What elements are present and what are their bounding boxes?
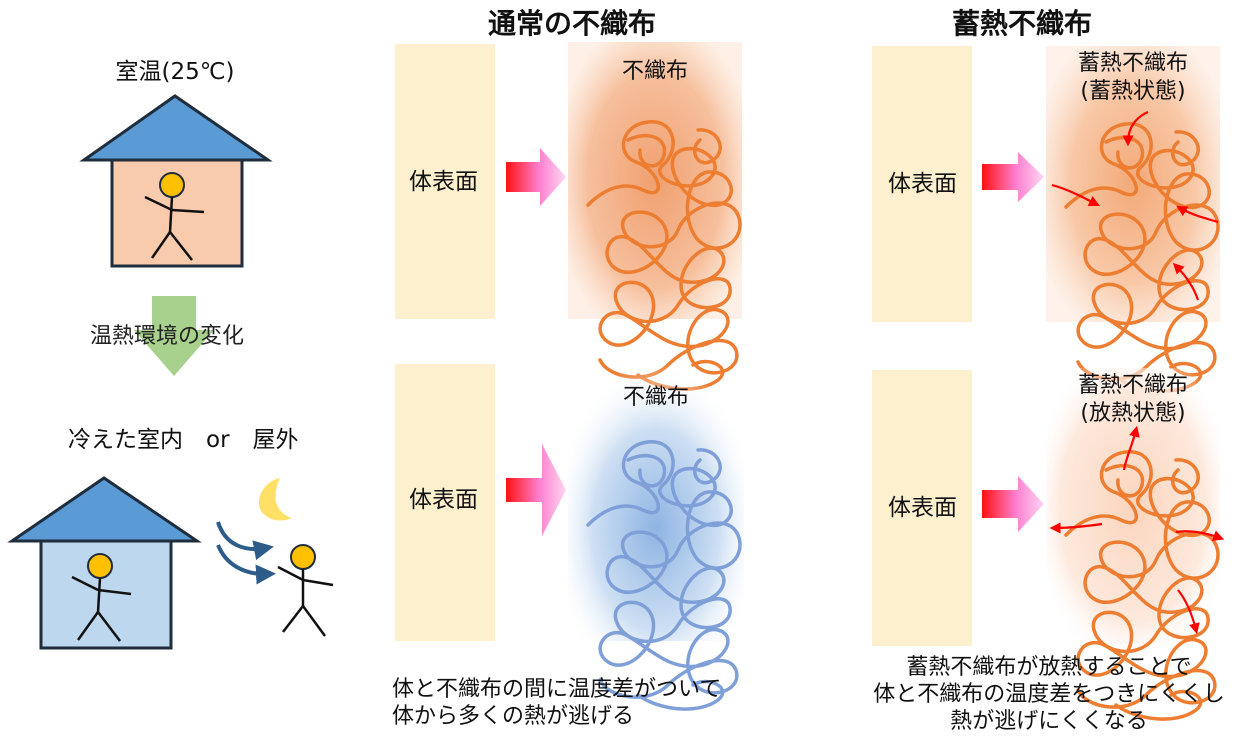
fabric-label-line: (蓄熱状態)	[1080, 79, 1186, 104]
caption-line: 体から多くの熱が逃げる	[392, 704, 635, 729]
fabric-label-line: (放熱状態)	[1080, 401, 1186, 426]
normal-column-title: 通常の不織布	[488, 7, 657, 40]
body-surface-label: 体表面	[409, 487, 478, 513]
moon-icon	[258, 478, 292, 521]
heat-storage-caption: 蓄熱不織布が放熱することで 体と不織布の温度差をつきにくくし 熱が逃げにくくなる	[846, 654, 1252, 735]
room-temp-label: 室温(25℃)	[115, 59, 235, 85]
person-icon	[71, 553, 132, 642]
person-icon	[277, 544, 334, 637]
heat-flow-arrow-icon	[982, 476, 1044, 532]
body-surface-label: 体表面	[409, 169, 478, 195]
body-surface-panel	[872, 370, 972, 646]
body-surface-panel	[395, 44, 495, 319]
fabric-label: 不織布	[622, 385, 689, 410]
heat-flow-arrow-icon	[506, 444, 566, 536]
fabric-label: 蓄熱不織布 (蓄熱状態)	[1046, 50, 1220, 106]
person-icon	[144, 172, 205, 261]
fabric-label: 蓄熱不織布 (放熱状態)	[1046, 372, 1220, 428]
caption-line: 蓄熱不織布が放熱することで	[906, 655, 1192, 680]
heat-flow-arrow-icon	[506, 148, 566, 206]
caption-line: 熱が逃げにくくなる	[950, 709, 1148, 734]
change-label: 温熱環境の変化	[90, 324, 245, 349]
down-arrow-icon	[134, 296, 214, 376]
heat-storage-column-title: 蓄熱不織布	[952, 7, 1093, 40]
heat-flow-arrow-icon	[982, 152, 1044, 202]
cold-house-icon	[7, 476, 202, 650]
fabric-label-line: 蓄熱不織布	[1077, 373, 1188, 398]
body-surface-panel	[872, 46, 972, 322]
body-surface-label: 体表面	[888, 171, 957, 197]
cold-location-label: 冷えた室内 or 屋外	[68, 427, 299, 453]
fabric-heatstore-panel	[1046, 46, 1220, 322]
fabric-label: 不織布	[621, 59, 688, 84]
heat-absorb-arrows	[1051, 110, 1219, 301]
wind-arrow-icon	[216, 521, 276, 585]
fabric-label-line: 蓄熱不織布	[1077, 51, 1188, 76]
normal-caption: 体と不織布の間に温度差がついて 体から多くの熱が逃げる	[392, 676, 721, 730]
heat-release-arrows	[1049, 425, 1225, 635]
body-surface-panel	[395, 364, 495, 641]
caption-line: 体と不織布の間に温度差がついて	[392, 677, 722, 702]
body-surface-label: 体表面	[888, 495, 957, 521]
caption-line: 体と不織布の温度差をつきにくくし	[873, 682, 1225, 707]
